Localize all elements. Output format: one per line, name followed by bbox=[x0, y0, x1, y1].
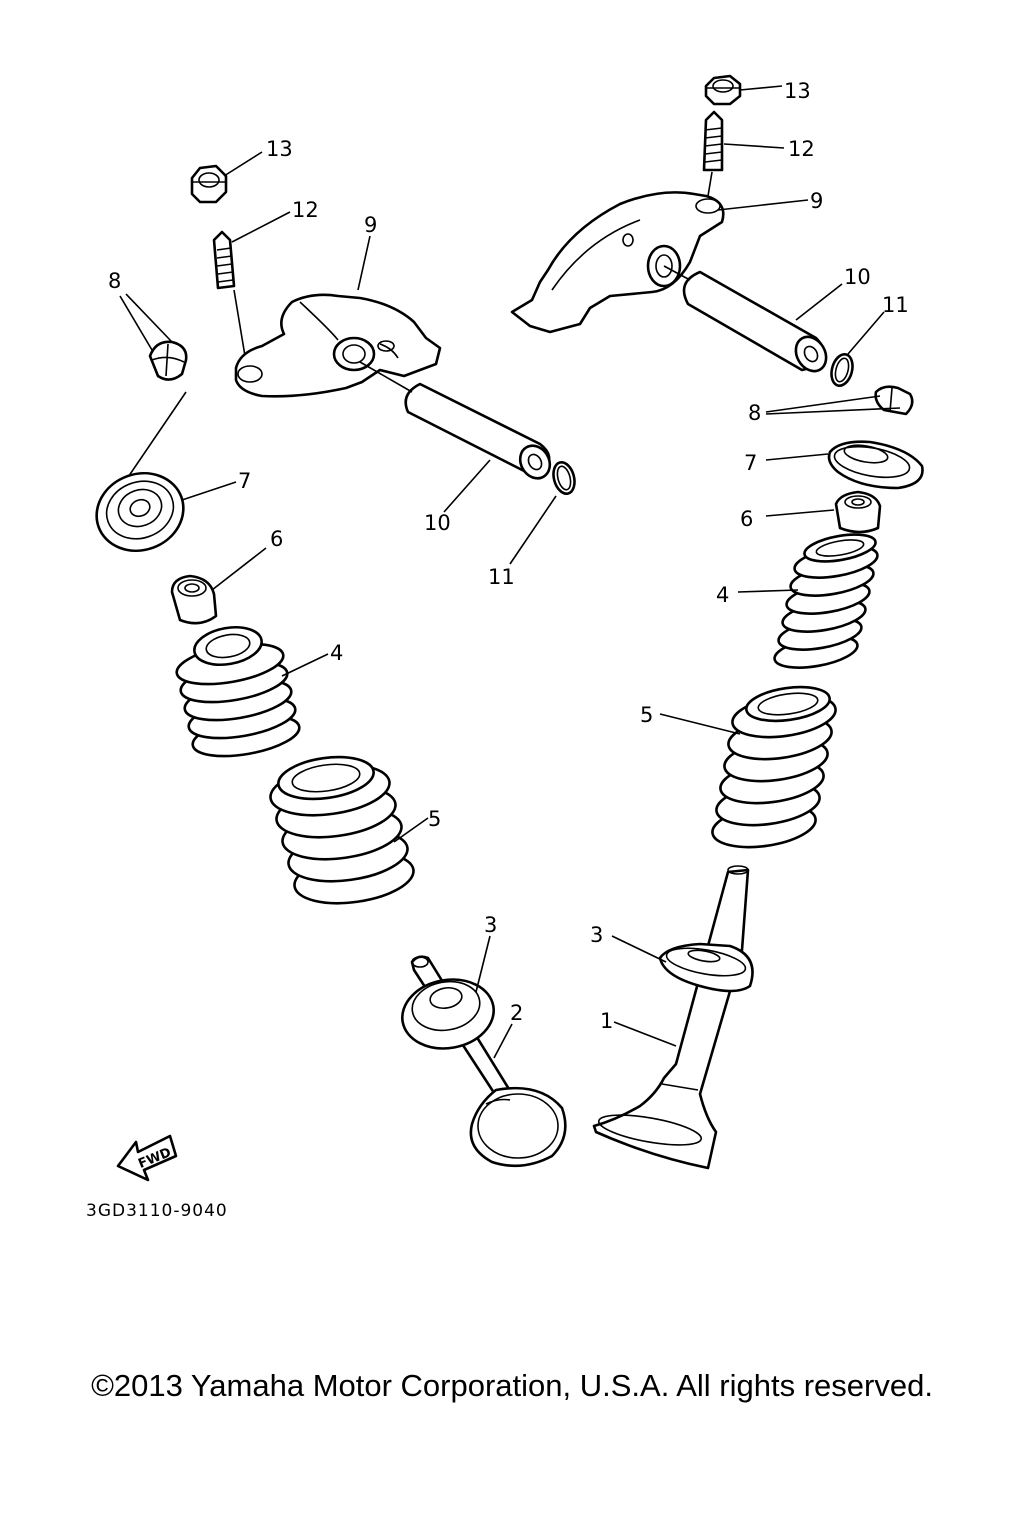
valve-right bbox=[592, 865, 750, 1170]
shaft-right bbox=[663, 265, 828, 373]
callout-right-1: 1 bbox=[600, 1009, 613, 1033]
callout-right-11: 11 bbox=[882, 293, 909, 317]
fwd-arrow-icon: FWD bbox=[116, 1134, 178, 1182]
adjuster-right bbox=[702, 110, 724, 172]
callout-right-5: 5 bbox=[640, 703, 653, 727]
callout-left-13: 13 bbox=[266, 137, 293, 161]
retainer-right bbox=[827, 440, 924, 490]
copyright-notice: ©2013 Yamaha Motor Corporation, U.S.A. A… bbox=[91, 1368, 933, 1403]
callout-left-5: 5 bbox=[428, 807, 441, 831]
seat-left bbox=[401, 978, 495, 1050]
callout-right-12: 12 bbox=[788, 137, 815, 161]
callout-right-3: 3 bbox=[590, 923, 603, 947]
drawing-code: 3GD3110-9040 bbox=[86, 1201, 228, 1221]
nut-left bbox=[190, 164, 228, 204]
callout-left-4: 4 bbox=[330, 641, 343, 665]
adjuster-left bbox=[212, 230, 236, 290]
cotter-right bbox=[874, 385, 914, 416]
callout-left-7: 7 bbox=[238, 469, 251, 493]
callout-right-10: 10 bbox=[844, 265, 871, 289]
callout-left-6: 6 bbox=[270, 527, 283, 551]
inner-spring-left bbox=[175, 626, 301, 758]
callout-right-6: 6 bbox=[740, 507, 753, 531]
outer-spring-right bbox=[711, 685, 837, 849]
callout-right-13: 13 bbox=[784, 79, 811, 103]
retainer-left bbox=[95, 471, 185, 553]
seat-right bbox=[658, 942, 754, 993]
callout-left-8: 8 bbox=[108, 269, 121, 293]
o-ring-right bbox=[830, 353, 854, 387]
seal-right bbox=[834, 490, 882, 534]
callout-left-10: 10 bbox=[424, 511, 451, 535]
rocker-arm-left bbox=[234, 293, 442, 398]
nut-right bbox=[704, 74, 742, 106]
o-ring-left bbox=[552, 461, 576, 495]
callout-right-8: 8 bbox=[748, 401, 761, 425]
shaft-left bbox=[359, 361, 552, 480]
callout-left-11: 11 bbox=[488, 565, 515, 589]
callout-right-7: 7 bbox=[744, 451, 757, 475]
callout-left-9: 9 bbox=[364, 213, 377, 237]
rocker-arm-right bbox=[510, 191, 725, 334]
cotter-left bbox=[148, 340, 188, 381]
inner-spring-right bbox=[773, 533, 879, 669]
seal-left bbox=[170, 574, 218, 625]
callout-left-3: 3 bbox=[484, 913, 497, 937]
callout-left-2: 2 bbox=[510, 1001, 523, 1025]
callout-right-4: 4 bbox=[716, 583, 729, 607]
outer-spring-left bbox=[269, 755, 415, 905]
callout-left-12: 12 bbox=[292, 198, 319, 222]
callout-right-9: 9 bbox=[810, 189, 823, 213]
